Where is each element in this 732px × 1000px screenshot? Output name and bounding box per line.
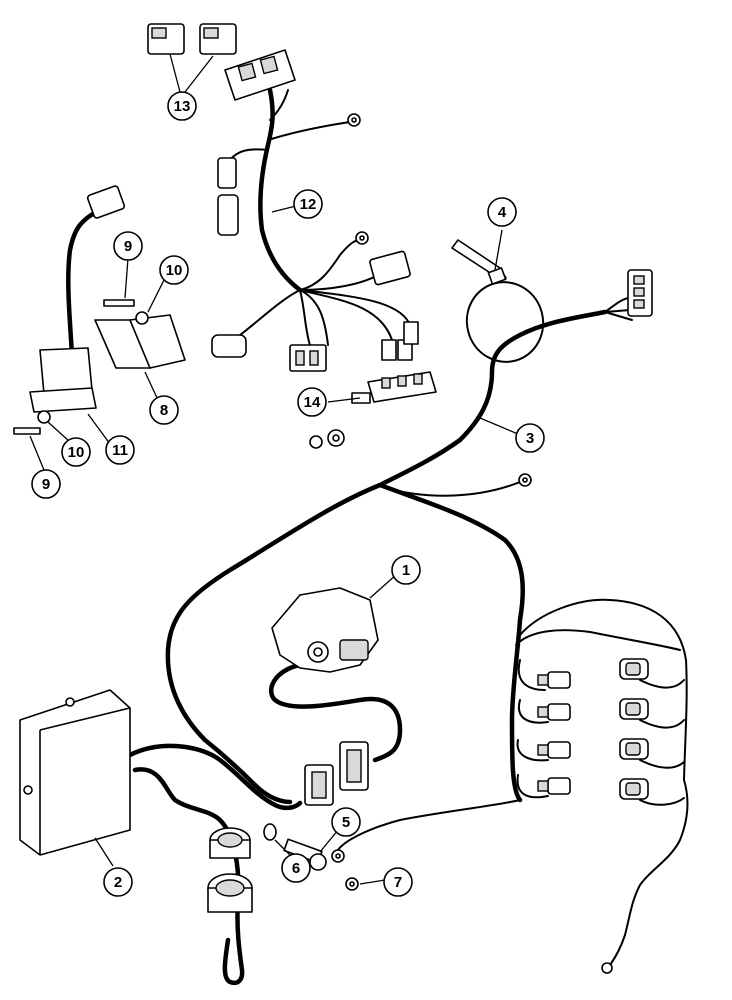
callout-14: 14 xyxy=(297,387,327,417)
relay-module xyxy=(29,185,126,413)
ring-terminal-main xyxy=(518,473,532,487)
svg-text:6: 6 xyxy=(292,860,300,877)
svg-text:1: 1 xyxy=(402,562,410,579)
svg-text:12: 12 xyxy=(300,196,317,213)
svg-text:9: 9 xyxy=(42,476,50,493)
cable-tie xyxy=(451,239,545,363)
leader-lines xyxy=(29,53,519,885)
callout-5: 5 xyxy=(331,807,361,837)
svg-text:13: 13 xyxy=(174,98,191,115)
svg-text:10: 10 xyxy=(166,262,183,279)
svg-text:4: 4 xyxy=(498,204,507,221)
fuse-block-connector xyxy=(224,49,296,101)
svg-text:2: 2 xyxy=(114,874,122,891)
svg-text:14: 14 xyxy=(304,394,321,411)
svg-text:9: 9 xyxy=(124,238,132,255)
sensor-plugs-left-column xyxy=(537,671,571,795)
upper-harness xyxy=(229,87,411,346)
callout-2: 2 xyxy=(103,867,133,897)
push-switch xyxy=(309,371,437,449)
callout-3: 3 xyxy=(515,423,545,453)
callout-9-lower: 9 xyxy=(31,469,61,499)
harness-end-connector xyxy=(604,269,653,321)
nut xyxy=(345,877,359,891)
round-connectors xyxy=(207,827,253,913)
callout-4: 4 xyxy=(487,197,517,227)
svg-text:11: 11 xyxy=(112,442,128,459)
mounting-bracket xyxy=(94,314,186,369)
callout-8: 8 xyxy=(149,395,179,425)
sensor-branches xyxy=(337,598,689,974)
pedal-position-sensor xyxy=(271,587,379,673)
bolts-and-washers xyxy=(13,299,149,435)
relays xyxy=(147,23,237,55)
ring-terminal-lower xyxy=(331,849,345,863)
callout-6: 6 xyxy=(281,853,311,883)
callout-10-upper: 10 xyxy=(159,255,189,285)
callout-10-lower: 10 xyxy=(61,437,91,467)
callout-7: 7 xyxy=(383,867,413,897)
svg-text:7: 7 xyxy=(394,874,402,891)
svg-text:8: 8 xyxy=(160,402,168,419)
callout-12: 12 xyxy=(293,189,323,219)
upper-small-connectors xyxy=(211,157,419,372)
inline-connector-pair xyxy=(304,741,369,806)
callout-11: 11 xyxy=(105,435,135,465)
temperature-sender xyxy=(263,823,327,871)
svg-text:3: 3 xyxy=(526,430,534,447)
callout-9-upper: 9 xyxy=(113,231,143,261)
callout-1: 1 xyxy=(391,555,421,585)
sensor-plugs-right-column xyxy=(619,658,649,800)
svg-text:10: 10 xyxy=(68,444,85,461)
control-unit xyxy=(19,689,131,856)
callout-13: 13 xyxy=(167,91,197,121)
svg-text:5: 5 xyxy=(342,814,350,831)
